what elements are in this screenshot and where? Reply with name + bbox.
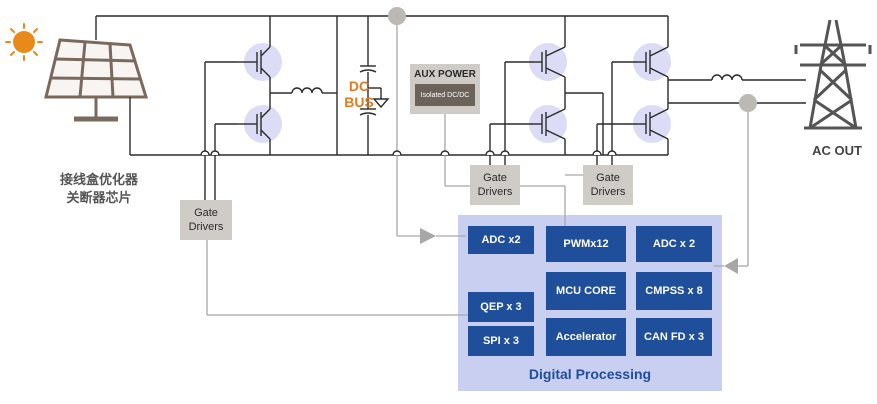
dc-bus-line2: BUS <box>344 94 374 110</box>
adc-x2-left-block: ADC x2 <box>468 226 534 254</box>
junction-box-label: 接线盒优化器 关断器芯片 <box>59 173 138 206</box>
ground-icon <box>372 98 390 109</box>
qep-block: QEP x 3 <box>468 292 534 322</box>
solar-panel-icon <box>44 38 149 122</box>
digital-processing-title: Digital Processing <box>528 366 652 382</box>
cmpss-block: CMPSS x 8 <box>636 272 712 310</box>
current-sense-node <box>739 94 757 112</box>
gate-drivers-right: Gate Drivers <box>583 165 633 205</box>
dc-bus-line1: DC <box>348 78 370 94</box>
transistor-halos <box>244 43 671 143</box>
sun-icon <box>5 23 43 61</box>
pwm-block: PWMx12 <box>546 226 626 262</box>
adc-x2-right-block: ADC x 2 <box>636 226 712 262</box>
can-fd-block: CAN FD x 3 <box>636 318 712 356</box>
feedback-wiring <box>206 16 749 316</box>
gate-drivers-left: Gate Drivers <box>180 200 232 240</box>
igbt-icon <box>248 46 669 140</box>
transmission-tower-icon <box>794 19 872 130</box>
aux-power-block: AUX POWER Isolated DC/DC <box>410 64 480 114</box>
gate-drivers-middle: Gate Drivers <box>470 165 520 205</box>
aux-power-label: AUX POWER <box>414 69 476 80</box>
spi-block: SPI x 3 <box>468 326 534 356</box>
mcu-core-block: MCU CORE <box>546 272 626 310</box>
feedback-arrows <box>420 228 738 274</box>
isolated-dcdc-label: Isolated DC/DC <box>415 84 475 106</box>
accelerator-block: Accelerator <box>546 318 626 356</box>
dc-bus-label: DC BUS <box>344 78 374 110</box>
wire-crossovers <box>200 150 617 156</box>
voltage-sense-node <box>388 7 406 25</box>
ac-out-label: AC OUT <box>812 143 862 158</box>
